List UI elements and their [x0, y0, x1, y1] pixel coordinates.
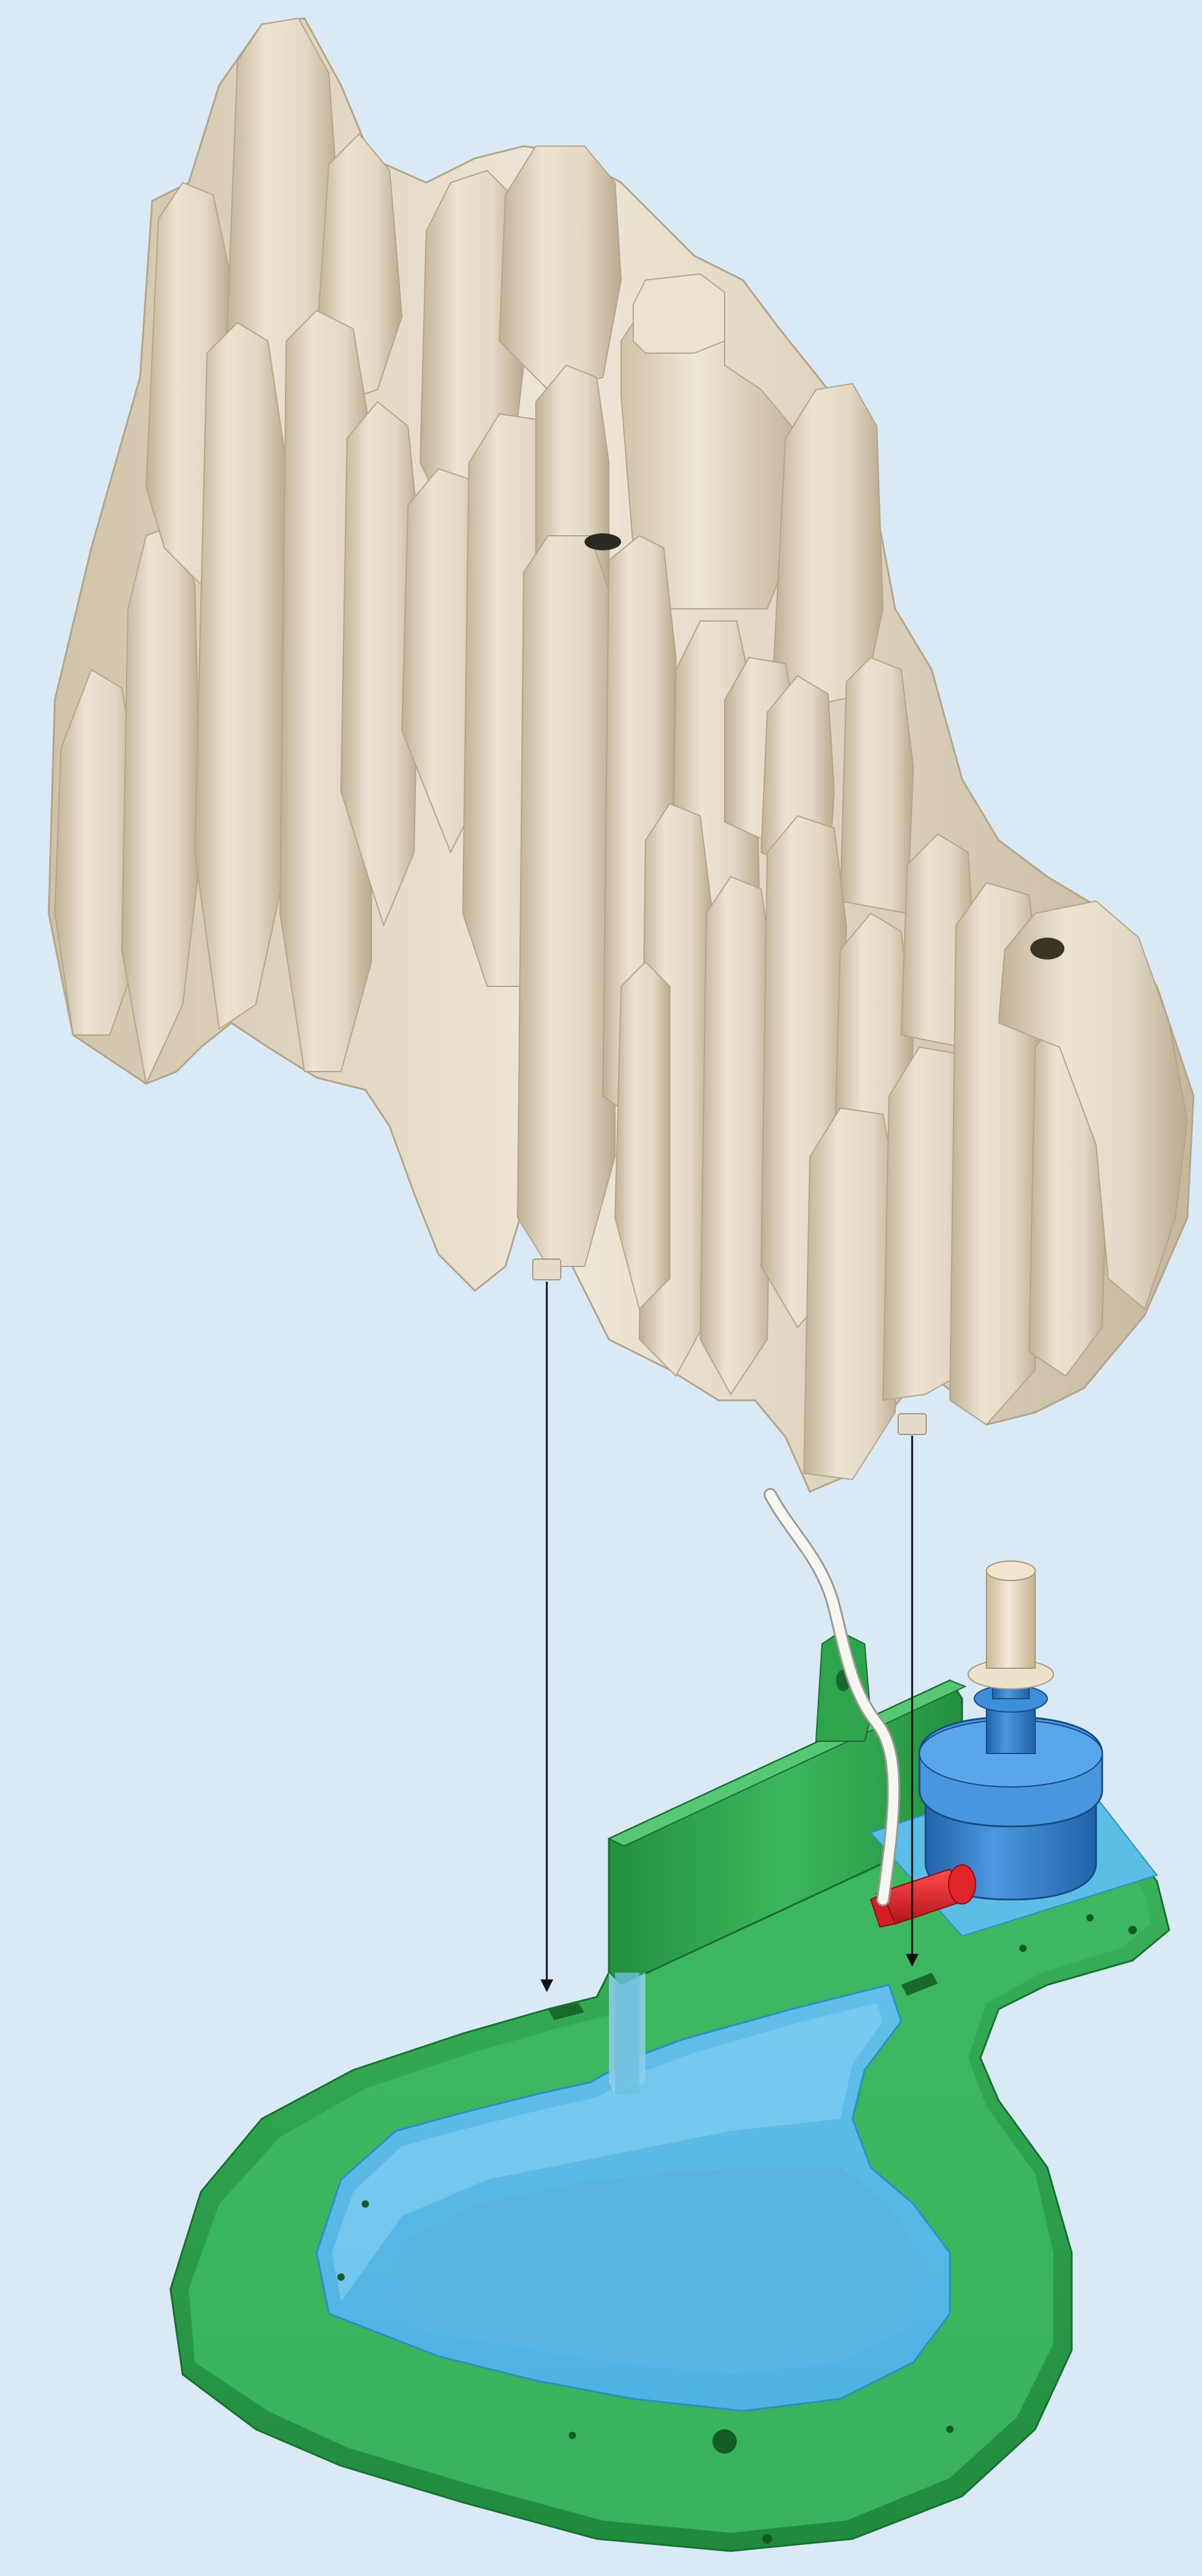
- rock-peak: [518, 536, 615, 1266]
- rock-block-cap: [633, 274, 725, 353]
- base-hole: [762, 2534, 772, 2544]
- base-hole: [337, 2273, 345, 2281]
- rock-peak: [773, 384, 883, 706]
- rock-hole: [1030, 938, 1064, 960]
- base-hole: [1019, 1945, 1027, 1952]
- base-hole: [362, 2200, 369, 2208]
- base-hole: [1086, 1914, 1094, 1921]
- base-hole: [946, 2426, 954, 2433]
- cover-tab-left: [533, 1259, 561, 1280]
- cover-tab-right: [898, 1414, 926, 1434]
- rock-peak: [840, 658, 913, 913]
- nozzle-top: [986, 1561, 1035, 1581]
- rock-peak: [700, 877, 773, 1394]
- rock-cover: [49, 18, 1193, 1492]
- rock-peak: [499, 146, 621, 390]
- rock-hole: [585, 533, 621, 550]
- base-hole: [1128, 1926, 1137, 1934]
- base-hole: [712, 2429, 737, 2454]
- nozzle: [968, 1561, 1053, 1689]
- wall-post: [615, 1973, 639, 2094]
- base-hole: [569, 2432, 576, 2439]
- rock-peak: [195, 323, 286, 1029]
- connector-end: [949, 1865, 975, 1904]
